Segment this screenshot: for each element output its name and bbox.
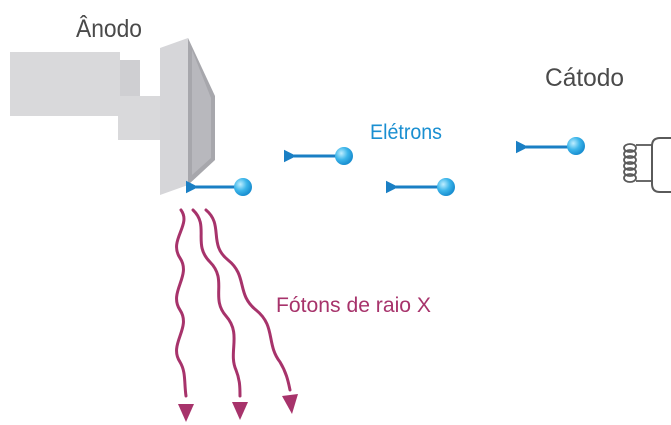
electron-4 (185, 178, 252, 196)
xray-photons (175, 208, 292, 398)
anode (10, 38, 215, 195)
anode-target-face (192, 50, 211, 175)
coil-filament-icon (651, 137, 671, 193)
xray-photons-label: Fótons de raio X (276, 294, 431, 317)
electron-particle-icon (567, 137, 585, 155)
photon-arrowhead (282, 394, 298, 414)
photon-arrowhead (232, 402, 248, 420)
anode-target (160, 38, 188, 195)
photon-arrowheads (178, 394, 298, 422)
coil-loops (623, 143, 637, 183)
electrons-label: Elétrons (370, 121, 442, 144)
wavy-arrow-icon (191, 208, 242, 398)
electron-2 (283, 147, 353, 165)
photon-arrowhead (178, 404, 194, 422)
anode-rod-neck (118, 96, 164, 140)
anode-rod-end (120, 60, 140, 96)
electron-1 (515, 137, 585, 155)
electron-particle-icon (437, 178, 455, 196)
electron-particle-icon (234, 178, 252, 196)
wavy-arrow-icon (175, 208, 188, 398)
electron-particle-icon (335, 147, 353, 165)
wavy-arrow-icon (204, 208, 292, 392)
cathode-filament (623, 137, 671, 193)
electron-3 (385, 178, 455, 196)
cathode-label: Cátodo (545, 64, 624, 92)
electrons (185, 137, 585, 196)
anode-rod (10, 52, 120, 116)
anode-label: Ânodo (76, 14, 142, 43)
